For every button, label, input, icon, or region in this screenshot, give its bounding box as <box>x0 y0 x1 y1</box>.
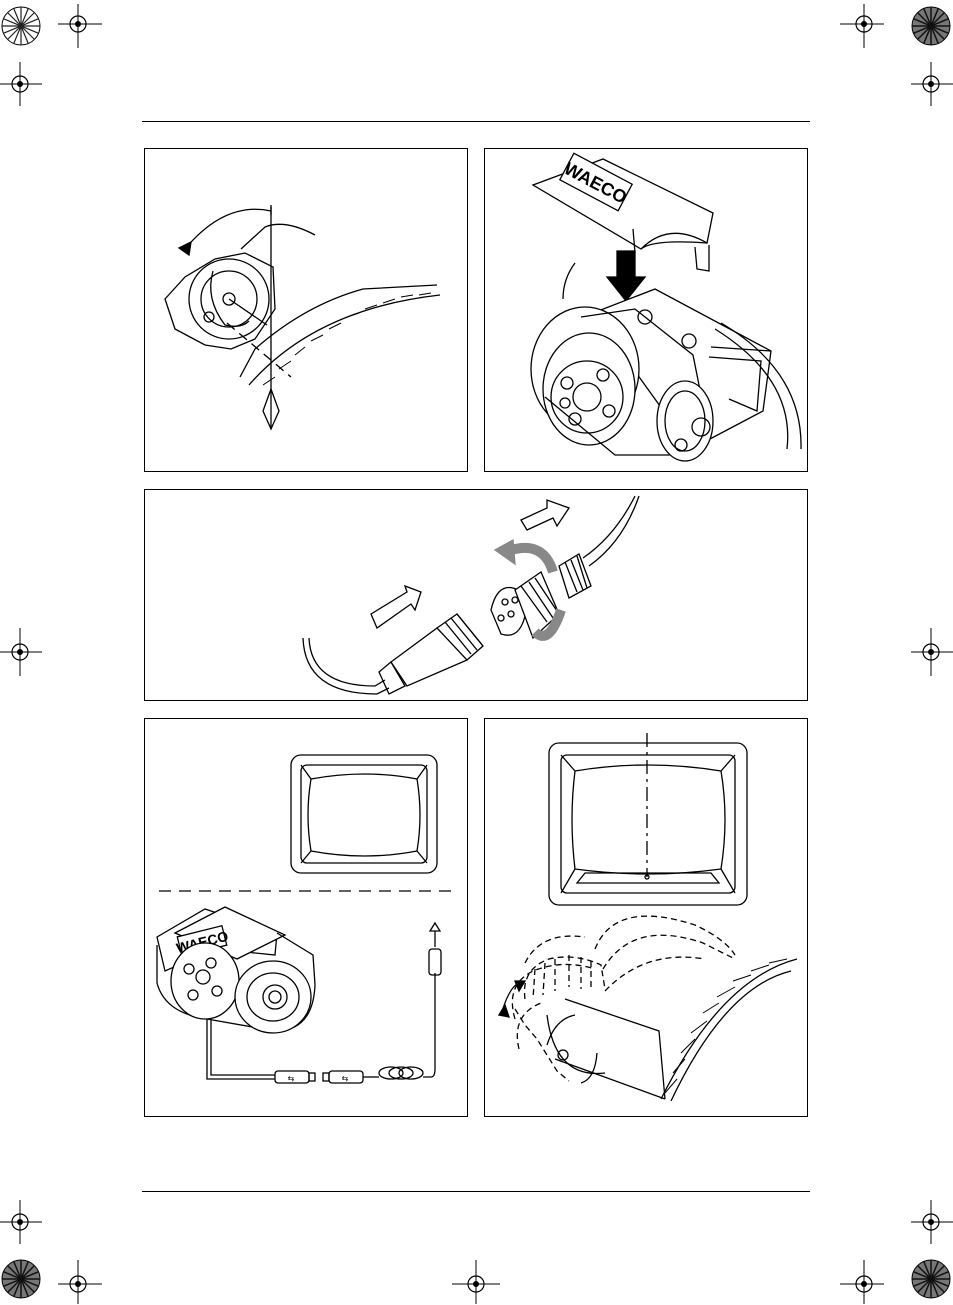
monitor-camera-cable-icon: WAECO ⇆ ⇆ <box>145 719 468 1117</box>
svg-text:⇆: ⇆ <box>288 1074 295 1083</box>
registration-wheel-bottom-right <box>910 1258 952 1300</box>
monitor-camera-adjust-icon <box>485 719 808 1117</box>
camera-cover-mount-icon: WAECO <box>485 149 808 472</box>
crosshair-mark <box>911 60 953 108</box>
header-rule <box>142 121 810 122</box>
crosshair-mark <box>911 1198 953 1246</box>
registration-wheel-top-right <box>910 5 952 47</box>
crosshair-mark <box>54 1256 102 1304</box>
figure-3-cable-connector <box>144 489 808 701</box>
svg-text:⇆: ⇆ <box>342 1074 349 1083</box>
crosshair-mark <box>840 1256 888 1304</box>
crosshair-mark <box>840 4 888 52</box>
crosshair-mark <box>0 1198 42 1246</box>
crosshair-mark <box>452 1256 500 1304</box>
crosshair-mark <box>54 4 102 52</box>
crosshair-mark <box>0 628 42 676</box>
cable-connector-icon <box>145 490 808 701</box>
figure-2-cover-mount: WAECO <box>484 148 808 472</box>
figure-5-monitor-camera-adjust <box>484 718 808 1117</box>
footer-rule <box>142 1191 810 1192</box>
registration-wheel-bottom-left <box>0 1258 42 1300</box>
registration-wheel-top-left <box>0 5 42 47</box>
figure-4-monitor-camera-cable: WAECO ⇆ ⇆ <box>144 718 468 1117</box>
crosshair-mark <box>911 628 953 676</box>
camera-tilt-angle-icon <box>145 149 468 472</box>
crosshair-mark <box>0 60 42 108</box>
figure-1-tilt-angle <box>144 148 468 472</box>
